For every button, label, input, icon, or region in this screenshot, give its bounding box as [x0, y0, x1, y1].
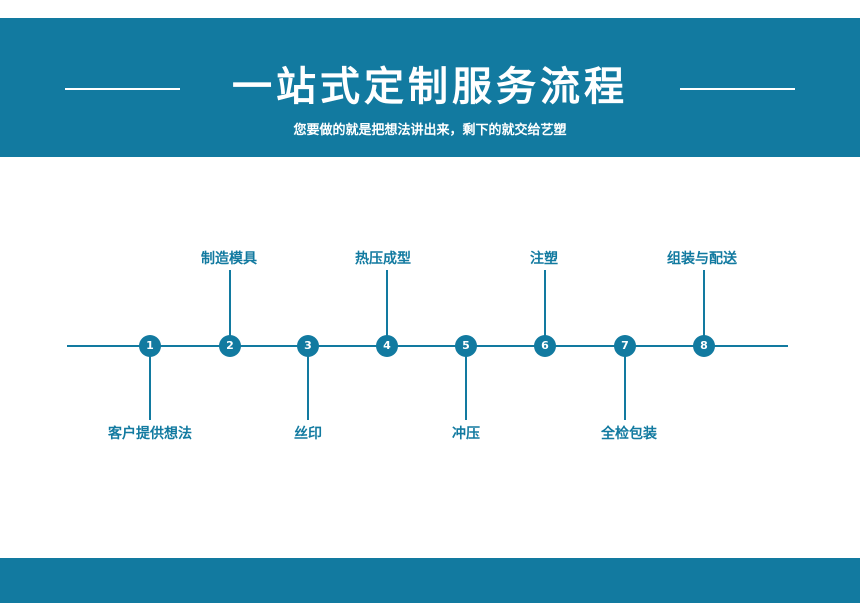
process-timeline [67, 345, 788, 347]
step-7-label: 全检包装 [601, 426, 657, 442]
step-3-connector [307, 356, 309, 420]
step-8-node: 8 [693, 335, 715, 357]
step-2-connector [229, 270, 231, 336]
page-title: 一站式定制服务流程 [232, 64, 628, 110]
step-3-label: 丝印 [294, 426, 322, 442]
step-4-node: 4 [376, 335, 398, 357]
title-rule-left [65, 88, 180, 90]
step-8-connector [703, 270, 705, 336]
step-1-node: 1 [139, 335, 161, 357]
title-rule-right [680, 88, 795, 90]
step-7-connector [624, 356, 626, 420]
step-2-label: 制造模具 [201, 251, 257, 267]
step-6-connector [544, 270, 546, 336]
step-5-connector [465, 356, 467, 420]
step-5-node: 5 [455, 335, 477, 357]
step-4-label: 热压成型 [355, 251, 411, 267]
step-5-label: 冲压 [452, 426, 480, 442]
step-3-node: 3 [297, 335, 319, 357]
step-2-node: 2 [219, 335, 241, 357]
top-margin [0, 0, 860, 18]
step-8-label: 组装与配送 [667, 251, 737, 267]
step-1-label: 客户提供想法 [108, 426, 192, 442]
step-7-node: 7 [614, 335, 636, 357]
step-1-connector [149, 356, 151, 420]
page-subtitle: 您要做的就是把想法讲出来，剩下的就交给艺塑 [293, 123, 567, 138]
step-6-label: 注塑 [530, 251, 558, 267]
step-4-connector [386, 270, 388, 336]
footer-band [0, 558, 860, 603]
header-banner: 一站式定制服务流程 您要做的就是把想法讲出来，剩下的就交给艺塑 [0, 18, 860, 157]
step-6-node: 6 [534, 335, 556, 357]
